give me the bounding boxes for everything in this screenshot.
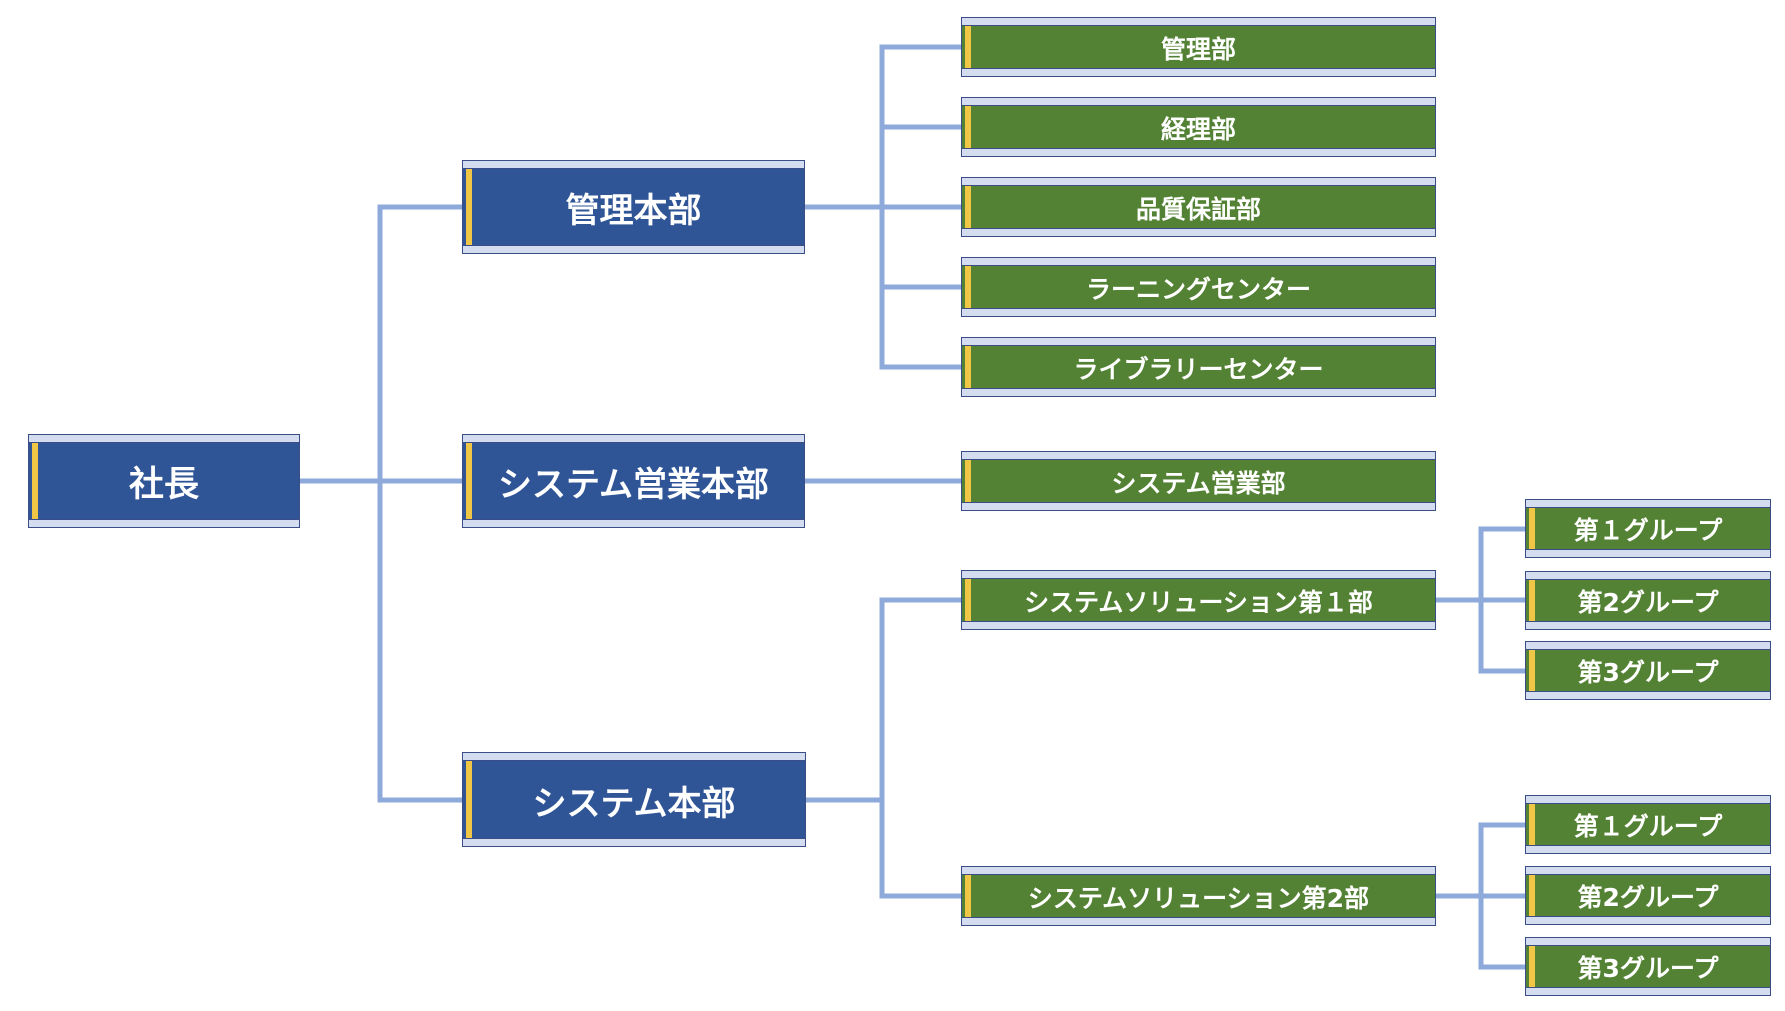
node-dept-learning-center[interactable]: ラーニングセンター [961, 257, 1436, 317]
node-label: 第2グループ [1577, 588, 1719, 617]
node-accent [466, 761, 472, 838]
node-accent [32, 443, 38, 519]
node-sol1-group-2[interactable]: 第2グループ [1525, 571, 1771, 630]
node-dept-quality-assurance[interactable]: 品質保証部 [961, 177, 1436, 237]
node-dept-admin[interactable]: 管理部 [961, 17, 1436, 77]
node-accent [1529, 804, 1535, 845]
node-accent [1529, 650, 1535, 691]
node-accent [965, 346, 971, 388]
node-label: ライブラリーセンター [1073, 354, 1324, 384]
node-label: システム営業部 [1111, 468, 1286, 498]
node-accent [1529, 580, 1535, 621]
node-accent [466, 169, 472, 245]
node-label: 経理部 [1160, 114, 1236, 144]
node-dept-solution-2[interactable]: システムソリューション第2部 [961, 866, 1436, 926]
node-accent [965, 266, 971, 308]
node-sol1-group-1[interactable]: 第１グループ [1525, 499, 1771, 558]
node-label: システム本部 [532, 783, 736, 824]
node-president[interactable]: 社長 [28, 434, 300, 528]
node-accent [965, 460, 971, 502]
node-label: ラーニングセンター [1085, 274, 1311, 304]
node-sol1-group-3[interactable]: 第3グループ [1525, 641, 1771, 700]
node-dept-system-sales[interactable]: システム営業部 [961, 451, 1436, 511]
node-accent [965, 106, 971, 148]
node-division-system[interactable]: システム本部 [462, 752, 806, 847]
node-sol2-group-1[interactable]: 第１グループ [1525, 795, 1771, 854]
node-dept-library-center[interactable]: ライブラリーセンター [961, 337, 1436, 397]
node-label: 第１グループ [1573, 812, 1723, 841]
node-division-system-sales[interactable]: システム営業本部 [462, 434, 805, 528]
node-dept-accounting[interactable]: 経理部 [961, 97, 1436, 157]
node-sol2-group-3[interactable]: 第3グループ [1525, 937, 1771, 996]
node-label: 第3グループ [1577, 658, 1719, 687]
node-accent [965, 875, 971, 917]
node-accent [965, 579, 971, 621]
node-accent [965, 26, 971, 68]
node-accent [1529, 875, 1535, 916]
node-division-admin[interactable]: 管理本部 [462, 160, 805, 254]
node-accent [965, 186, 971, 228]
node-label: 第１グループ [1573, 516, 1723, 545]
node-label: システムソリューション第１部 [1024, 587, 1373, 617]
node-accent [1529, 508, 1535, 549]
node-label: 管理部 [1160, 34, 1236, 64]
node-label: 第2グループ [1577, 883, 1719, 912]
node-accent [466, 443, 472, 519]
node-sol2-group-2[interactable]: 第2グループ [1525, 866, 1771, 925]
node-label: 管理本部 [565, 191, 702, 231]
node-label: システム営業本部 [498, 465, 769, 505]
node-label: 品質保証部 [1135, 194, 1261, 224]
node-label: 第3グループ [1577, 954, 1719, 983]
node-dept-solution-1[interactable]: システムソリューション第１部 [961, 570, 1436, 630]
node-accent [1529, 946, 1535, 987]
node-label: システムソリューション第2部 [1027, 883, 1370, 913]
node-label: 社長 [128, 465, 199, 505]
